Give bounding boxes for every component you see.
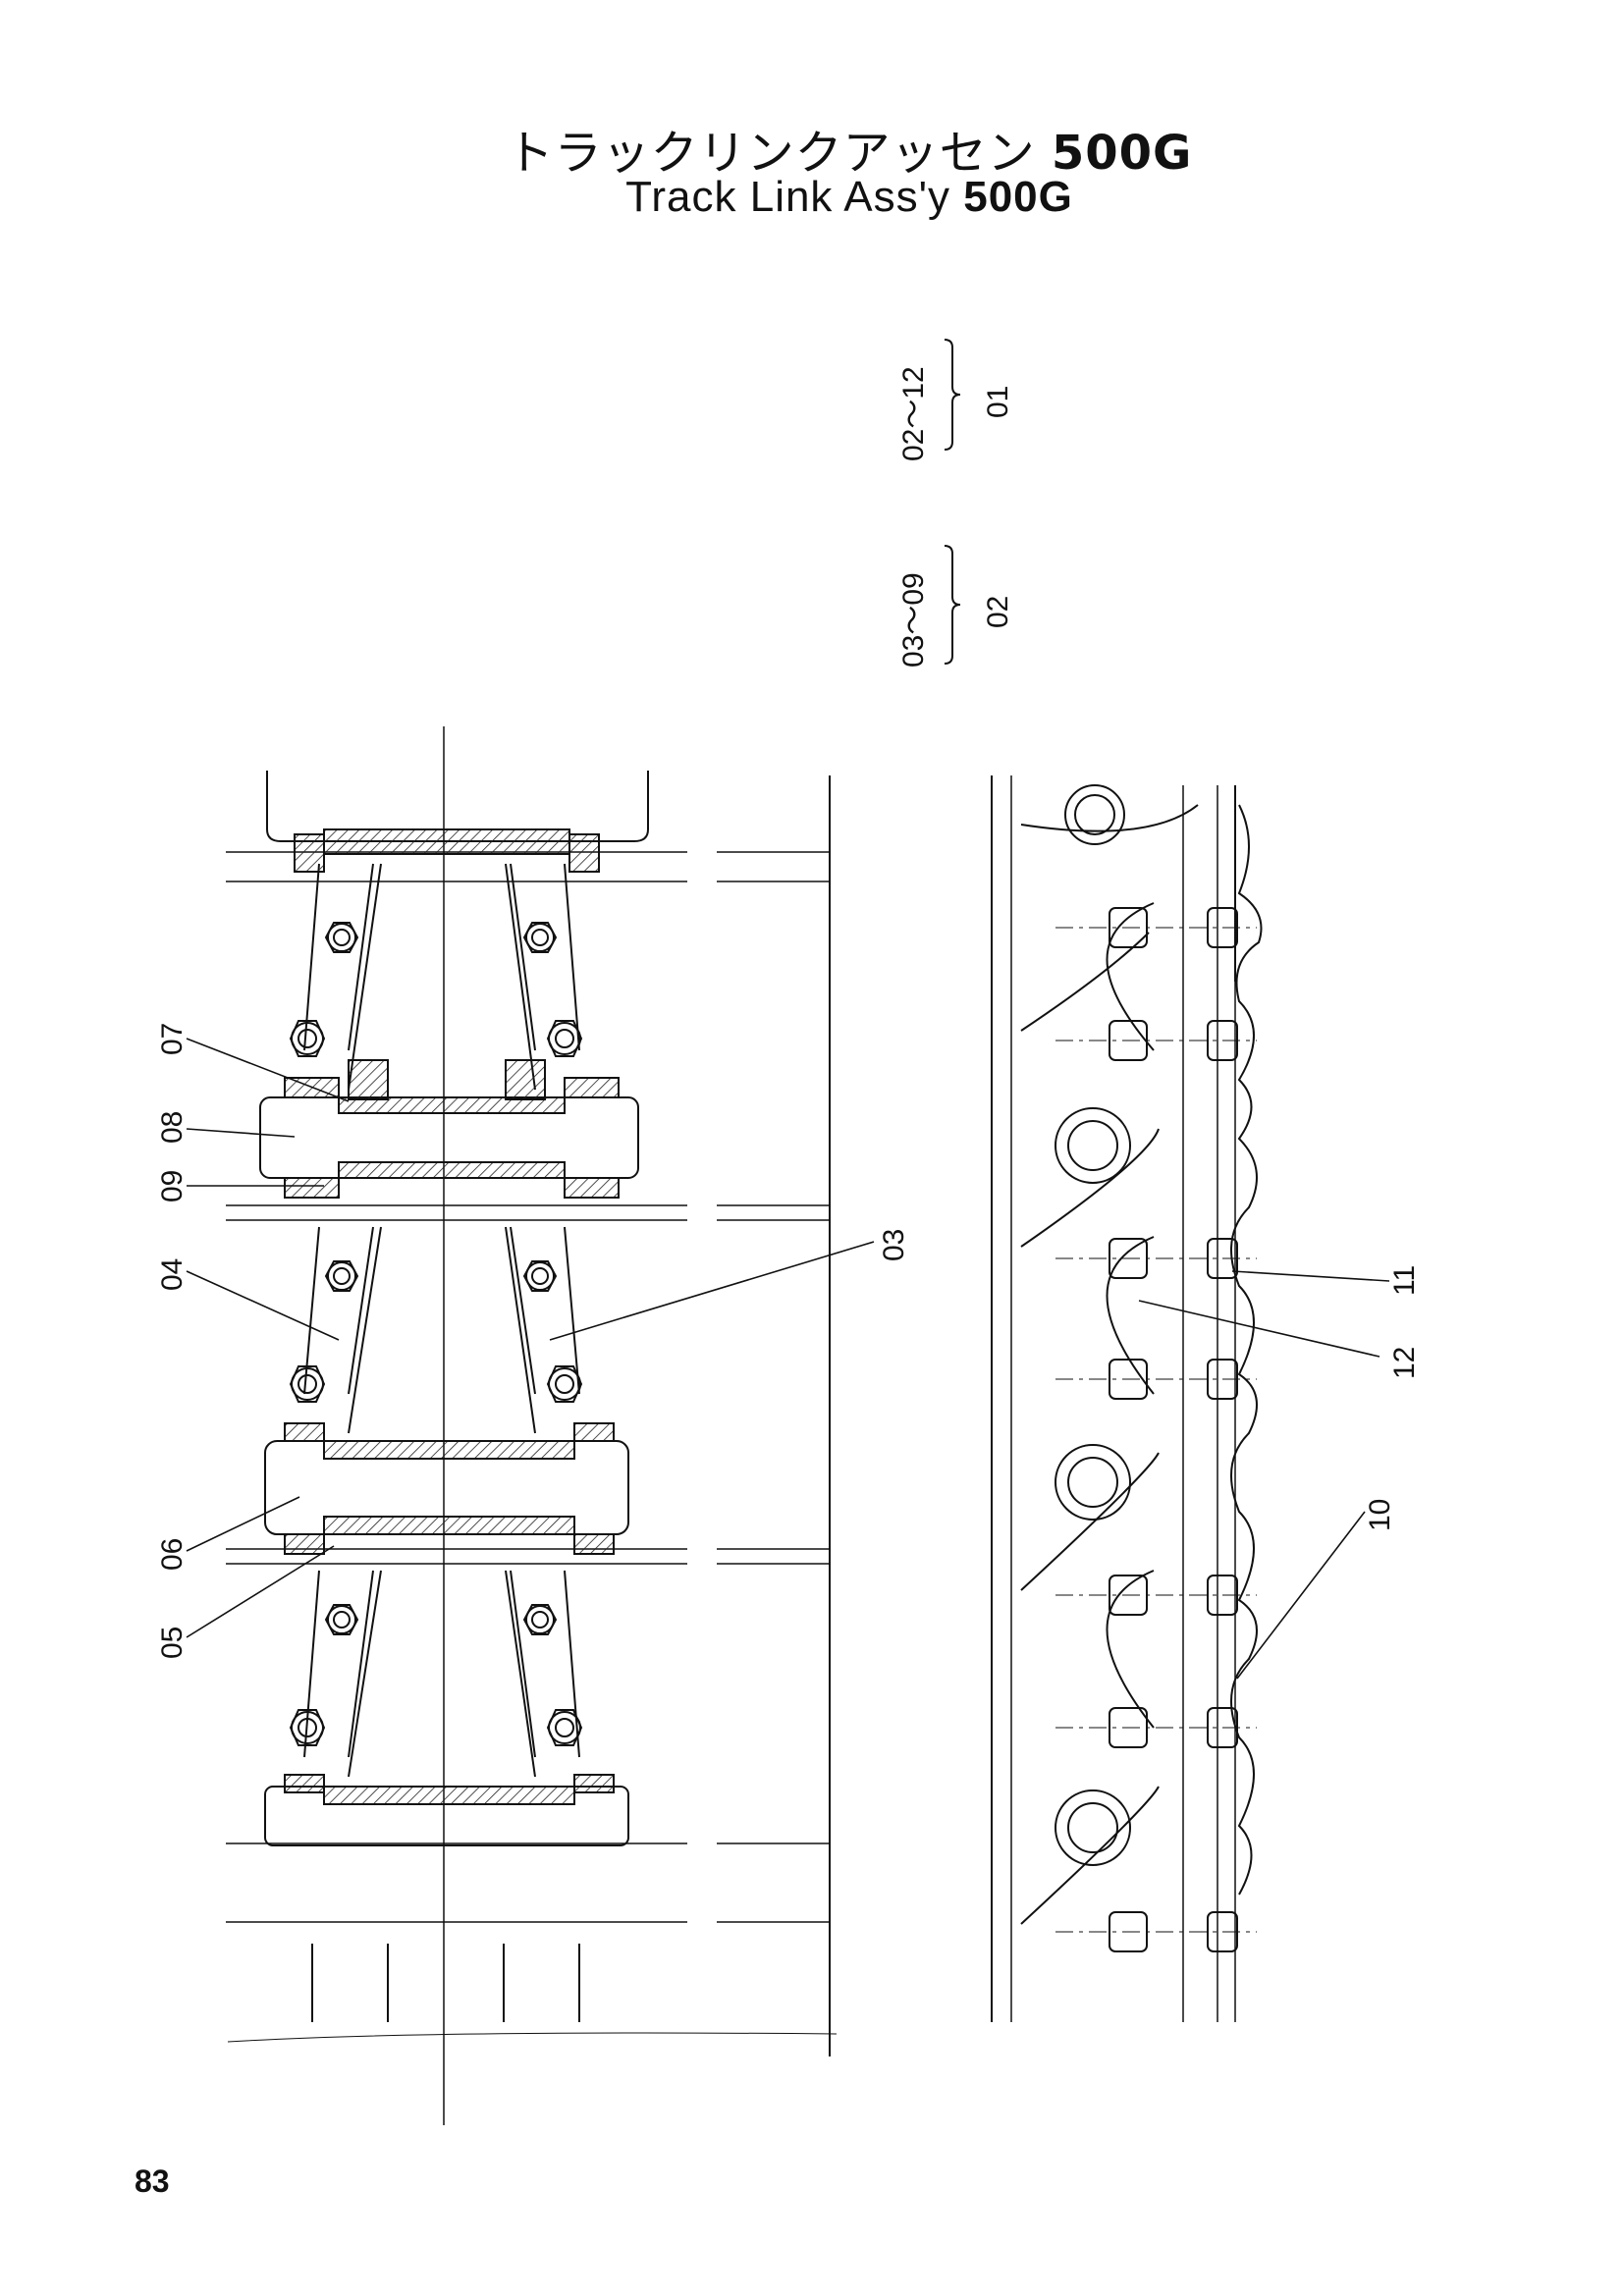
callout-06: 06 bbox=[156, 1538, 189, 1571]
bushing-lower bbox=[323, 1786, 575, 1805]
bolt-nut-icon bbox=[522, 922, 558, 953]
link-windows bbox=[1106, 902, 1155, 1729]
break-line bbox=[227, 2032, 838, 2043]
bolt-nut-icon bbox=[289, 1709, 326, 1746]
grouser-profile bbox=[1230, 804, 1263, 1896]
callout-12: 12 bbox=[1388, 1347, 1421, 1379]
bolt-head-icon bbox=[1207, 1707, 1238, 1748]
title-model-en: 500G bbox=[963, 173, 1073, 221]
callout-05: 05 bbox=[156, 1627, 189, 1659]
spacer-upper-left bbox=[348, 1059, 389, 1100]
title-english-text: Track Link Ass'y bbox=[625, 173, 950, 221]
seal-middle bbox=[284, 1422, 615, 1555]
side-bolts bbox=[1055, 907, 1257, 1952]
seal-lower bbox=[284, 1774, 615, 1793]
shoe-bolts-plan bbox=[289, 922, 583, 1746]
assembly-group-2: 03～09 02 bbox=[897, 545, 1014, 667]
pin-assembly-upper bbox=[259, 1059, 639, 1199]
bolt-head-icon bbox=[1207, 1911, 1238, 1952]
bolt-head-icon bbox=[1055, 1911, 1257, 1952]
callout-04: 04 bbox=[156, 1258, 189, 1291]
callout-07: 07 bbox=[156, 1023, 189, 1055]
callout-03: 03 bbox=[878, 1229, 910, 1261]
bottom-link-end bbox=[311, 1944, 580, 2022]
bolt-head-icon bbox=[1055, 1359, 1257, 1400]
bolt-nut-icon bbox=[522, 1604, 558, 1635]
bushing-middle-top bbox=[323, 1440, 575, 1460]
bolt-nut-icon bbox=[324, 922, 359, 953]
bushing-upper-bottom bbox=[338, 1161, 566, 1179]
bolt-head-icon bbox=[1207, 1575, 1238, 1616]
bolt-nut-icon bbox=[289, 1365, 326, 1403]
bolt-head-icon bbox=[1055, 1707, 1257, 1748]
spacer-upper-right bbox=[505, 1059, 546, 1100]
bolt-nut-icon bbox=[546, 1365, 583, 1403]
bolt-head-icon bbox=[1055, 1575, 1257, 1616]
bushing-middle-bottom bbox=[323, 1516, 575, 1535]
bolt-head-icon bbox=[1055, 1020, 1257, 1061]
callout-09: 09 bbox=[156, 1170, 189, 1202]
side-view bbox=[991, 775, 1263, 2022]
group-2-parent: 02 bbox=[982, 596, 1014, 628]
group-1-brace bbox=[944, 339, 961, 451]
bushing-upper-top bbox=[338, 1096, 566, 1114]
leader-lines bbox=[186, 1038, 1390, 1680]
group-1-parent: 01 bbox=[982, 386, 1014, 418]
bolt-nut-icon bbox=[546, 1020, 583, 1057]
callout-08: 08 bbox=[156, 1111, 189, 1144]
bolt-nut-icon bbox=[546, 1709, 583, 1746]
plan-view bbox=[226, 726, 838, 2125]
bolt-nut-icon bbox=[324, 1604, 359, 1635]
bolt-head-icon bbox=[1207, 1020, 1238, 1061]
right-link-plates bbox=[510, 863, 580, 1758]
shoe-profile-lines bbox=[1182, 785, 1236, 2022]
top-bushing bbox=[323, 828, 570, 855]
callouts: 07 08 09 04 06 05 03 11 12 10 bbox=[156, 1023, 1421, 1659]
group-2-range: 03～09 bbox=[897, 572, 930, 667]
left-link-plates bbox=[303, 863, 374, 1758]
bolt-head-icon bbox=[1055, 907, 1257, 948]
group-2-brace bbox=[944, 545, 961, 665]
group-1-range: 02～12 bbox=[897, 366, 930, 461]
bolt-head-icon bbox=[1207, 1238, 1238, 1279]
title-model-jp: 500G bbox=[1051, 126, 1193, 181]
bolt-nut-icon bbox=[522, 1260, 558, 1292]
callout-11: 11 bbox=[1388, 1265, 1421, 1296]
inner-taper-lines bbox=[348, 863, 536, 1778]
bolt-nut-icon bbox=[289, 1020, 326, 1057]
title-japanese-text: トラックリンクアッセン bbox=[506, 126, 1036, 181]
bolt-nut-icon bbox=[324, 1260, 359, 1292]
bolt-head-icon bbox=[1207, 907, 1238, 948]
page-number: 83 bbox=[135, 2163, 170, 2199]
title-japanese: トラックリンクアッセン 500G bbox=[506, 114, 1193, 183]
callout-10: 10 bbox=[1364, 1499, 1396, 1531]
bolt-head-icon bbox=[1207, 1359, 1238, 1400]
bolt-head-icon bbox=[1055, 1238, 1257, 1279]
pin-assembly-lower bbox=[264, 1774, 629, 1846]
title-english: Track Link Ass'y 500G bbox=[506, 173, 1193, 222]
bushing-circles bbox=[1055, 784, 1131, 1866]
assembly-group-1: 02～12 01 bbox=[897, 339, 1014, 461]
top-seal bbox=[294, 833, 600, 873]
pin-assembly-middle bbox=[264, 1422, 629, 1555]
